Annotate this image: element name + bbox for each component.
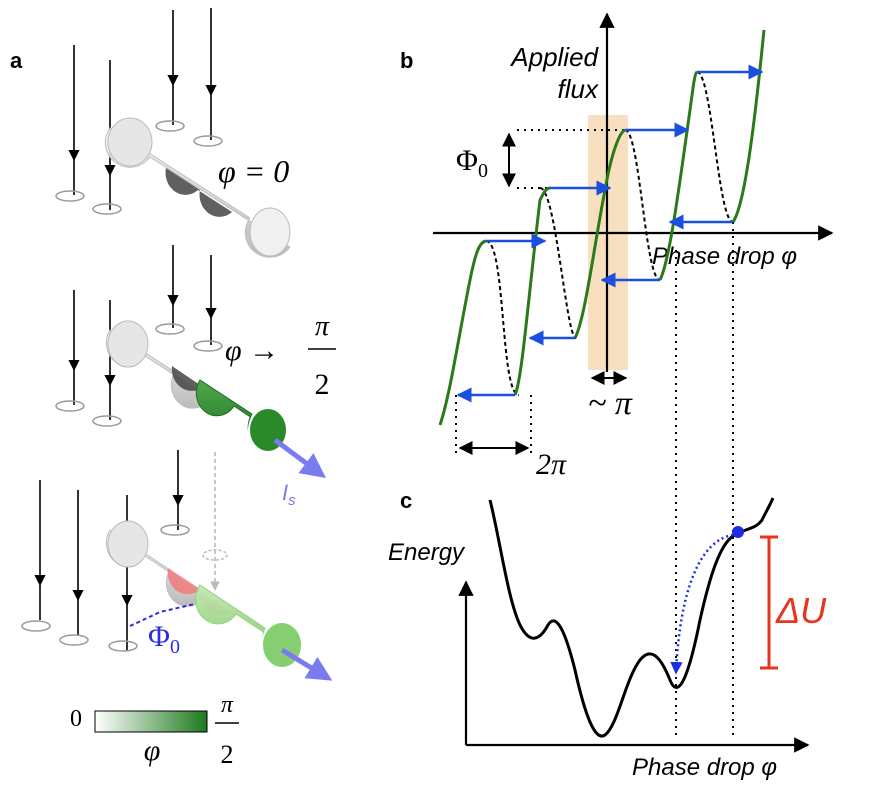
- guide-lines: [455, 129, 734, 740]
- barrier-label: ΔU: [775, 590, 827, 631]
- metastable-state-dot: [732, 526, 744, 538]
- colorbar-min: 0: [70, 706, 82, 732]
- pi-width-label: ~ π: [588, 385, 633, 422]
- c-ylabel: Energy: [388, 539, 466, 566]
- flux-quantum-dashed-loop: [129, 603, 196, 627]
- b-xlabel: Phase drop φ: [652, 243, 797, 270]
- panel-c: c Energy Phase drop φ ΔU: [388, 488, 827, 781]
- supercurrent-arrow-middle: [273, 437, 327, 478]
- colorbar-max-num: π: [221, 692, 234, 718]
- flux-lines-top: [68, 8, 217, 210]
- current-label: Is: [282, 480, 296, 509]
- flux-quantum-label-a: Φ0: [148, 620, 180, 658]
- panel-b: b Applied flux Phase drop φ: [400, 12, 834, 740]
- panel-b-letter: b: [400, 48, 413, 73]
- cylinder-top: φ = 0: [55, 8, 291, 258]
- colorbar: 0 φ π 2: [70, 692, 239, 769]
- escape-path: [670, 533, 734, 675]
- energy-curve: [488, 497, 775, 738]
- colorbar-max-den: 2: [221, 740, 234, 769]
- colorbar-gradient: [94, 710, 208, 733]
- panel-a: a φ = 0: [10, 8, 336, 769]
- phi-arrow-label: φ →: [225, 334, 279, 367]
- cylinder-bottom: Φ0: [21, 450, 333, 681]
- b-ylabel-line1: Applied: [509, 42, 599, 72]
- phi-zero-label: φ = 0: [218, 153, 289, 189]
- panel-a-letter: a: [10, 48, 23, 73]
- colorbar-symbol: φ: [144, 734, 161, 767]
- two-denominator: 2: [315, 368, 330, 401]
- barrier-bracket: [760, 535, 778, 670]
- two-pi-label: 2π: [536, 448, 567, 481]
- pi-numerator: π: [315, 311, 330, 342]
- cylinder-middle: φ → π 2 Is: [55, 245, 336, 509]
- jump-arrows: [456, 64, 764, 403]
- unstable-branches: [485, 71, 734, 396]
- panel-c-letter: c: [400, 488, 412, 513]
- flux-lines-bottom: [34, 450, 184, 650]
- b-ylabel-line2: flux: [558, 74, 599, 104]
- c-xlabel: Phase drop φ: [632, 754, 777, 781]
- supercurrent-arrow-bottom: [280, 647, 333, 681]
- flux-quantum-label-b: Φ0: [456, 144, 488, 182]
